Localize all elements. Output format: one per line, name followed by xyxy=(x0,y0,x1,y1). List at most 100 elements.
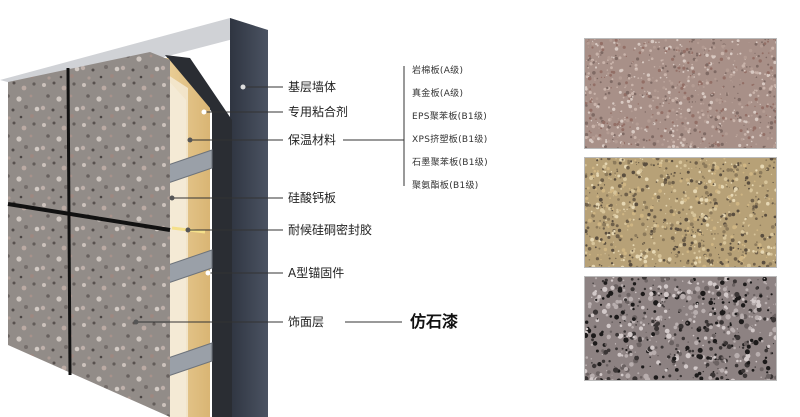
texture-speck xyxy=(690,262,694,266)
texture-speck xyxy=(682,59,686,63)
texture-speck xyxy=(766,264,770,267)
texture-speck xyxy=(762,133,766,136)
texture-speck xyxy=(735,302,739,306)
texture-speck xyxy=(659,65,661,68)
texture-speck xyxy=(698,170,702,174)
texture-speck xyxy=(608,173,612,176)
texture-speck xyxy=(722,101,724,103)
texture-speck xyxy=(640,252,643,256)
texture-speck xyxy=(746,128,748,130)
texture-speck xyxy=(661,304,664,307)
texture-speck xyxy=(667,140,669,142)
texture-speck xyxy=(759,367,764,372)
texture-speck xyxy=(652,45,656,49)
texture-speck xyxy=(750,338,754,343)
texture-speck xyxy=(601,330,604,334)
texture-speck xyxy=(754,205,758,209)
texture-speck xyxy=(734,187,738,191)
texture-speck xyxy=(666,222,669,225)
texture-speck xyxy=(746,248,751,253)
texture-speck xyxy=(697,201,701,204)
texture-speck xyxy=(626,118,630,123)
texture-speck xyxy=(690,241,694,245)
texture-speck xyxy=(653,300,659,306)
texture-speck xyxy=(600,127,603,130)
texture-speck xyxy=(747,101,751,105)
texture-speck xyxy=(616,378,622,380)
texture-speck xyxy=(673,55,676,58)
texture-speck xyxy=(608,207,612,211)
texture-speck xyxy=(657,355,659,357)
texture-speck xyxy=(619,125,621,127)
texture-speck xyxy=(765,286,770,290)
texture-speck xyxy=(756,307,762,312)
texture-speck xyxy=(606,86,609,90)
texture-speck xyxy=(694,58,698,62)
texture-speck xyxy=(661,301,663,303)
texture-speck xyxy=(601,359,606,363)
texture-speck xyxy=(712,371,715,373)
texture-speck xyxy=(618,134,621,137)
texture-speck xyxy=(764,145,766,148)
texture-speck xyxy=(631,189,635,193)
texture-speck xyxy=(609,124,611,127)
texture-speck xyxy=(643,162,647,167)
texture-speck xyxy=(698,260,702,264)
texture-speck xyxy=(639,249,642,252)
texture-speck xyxy=(665,204,668,207)
texture-speck xyxy=(677,291,680,294)
texture-speck xyxy=(711,144,715,148)
texture-speck xyxy=(631,380,633,381)
texture-speck xyxy=(740,193,743,196)
texture-speck xyxy=(752,56,755,60)
texture-speck xyxy=(732,279,737,284)
texture-speck xyxy=(589,253,591,256)
texture-speck xyxy=(628,194,631,197)
texture-speck xyxy=(627,322,632,327)
texture-speck xyxy=(772,343,775,345)
texture-speck xyxy=(689,41,691,43)
texture-speck xyxy=(767,63,770,66)
texture-speck xyxy=(730,294,734,297)
texture-speck xyxy=(725,68,730,72)
texture-speck xyxy=(621,128,625,132)
texture-speck xyxy=(763,42,767,45)
texture-speck xyxy=(615,158,617,160)
texture-speck xyxy=(696,282,700,285)
texture-speck xyxy=(750,67,753,71)
texture-speck xyxy=(593,92,596,95)
texture-speck xyxy=(662,86,666,90)
texture-speck xyxy=(737,243,740,245)
texture-speck xyxy=(589,176,594,180)
dot-insulation xyxy=(187,137,193,143)
texture-speck xyxy=(664,51,667,54)
texture-speck xyxy=(734,97,736,99)
texture-speck xyxy=(688,305,694,311)
texture-speck xyxy=(647,226,649,228)
texture-speck xyxy=(640,77,643,79)
texture-speck xyxy=(757,246,760,249)
texture-speck xyxy=(681,197,684,200)
texture-speck xyxy=(742,373,748,379)
texture-speck xyxy=(586,65,589,67)
texture-speck xyxy=(712,46,716,49)
texture-speck xyxy=(596,77,599,80)
texture-speck xyxy=(720,39,722,42)
texture-speck xyxy=(605,139,608,141)
texture-speck xyxy=(595,377,601,380)
texture-speck xyxy=(636,143,640,147)
texture-speck xyxy=(678,160,683,165)
texture-speck xyxy=(690,244,692,246)
texture-speck xyxy=(714,143,717,145)
texture-speck xyxy=(670,127,673,130)
texture-speck xyxy=(608,360,611,363)
texture-speck xyxy=(774,116,776,119)
texture-speck xyxy=(771,137,773,139)
texture-speck xyxy=(709,67,713,70)
texture-speck xyxy=(628,254,631,257)
texture-speck xyxy=(640,188,645,192)
texture-speck xyxy=(585,244,588,247)
texture-speck xyxy=(754,105,756,108)
texture-speck xyxy=(744,341,746,344)
texture-speck xyxy=(741,298,745,301)
